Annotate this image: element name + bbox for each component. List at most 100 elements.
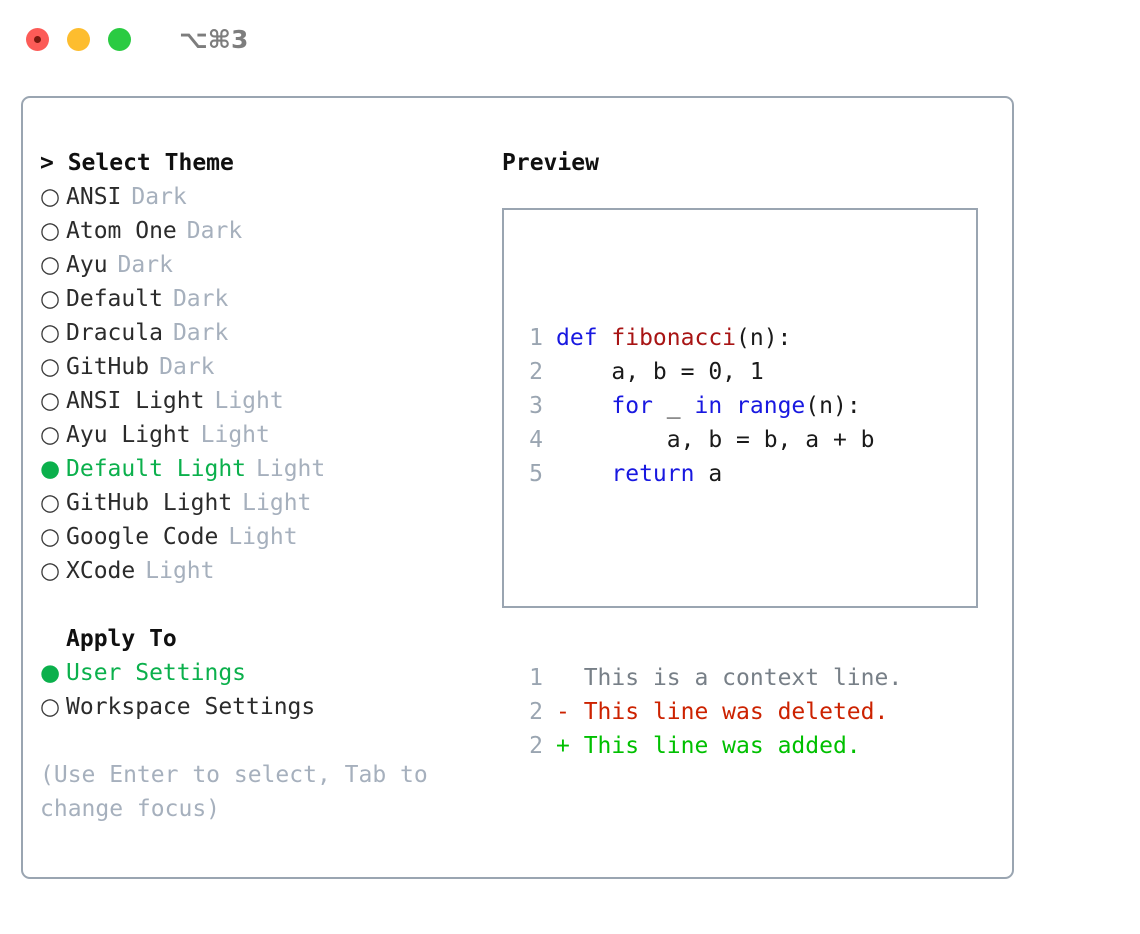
theme-variant-tag: Dark (172, 286, 229, 312)
theme-option-xcode[interactable]: ○XCode Light (40, 554, 510, 588)
theme-option-label: Ayu Light (66, 422, 191, 448)
minimize-button[interactable] (67, 27, 90, 51)
theme-option-ansi[interactable]: ○ANSI Dark (40, 180, 510, 214)
theme-option-default-light[interactable]: ●Default Light Light (40, 452, 510, 486)
code-diff-spacer (517, 559, 902, 593)
code-token: for (611, 393, 653, 419)
diff-line: 1 This is a context line. (517, 661, 902, 695)
apply-to-option-label: User Settings (66, 660, 247, 686)
apply-to-header: ○ Apply To (40, 622, 510, 656)
maximize-button[interactable] (108, 27, 131, 51)
code-token: return (611, 461, 695, 487)
apply-to-bullet-placeholder: ○ (40, 622, 66, 656)
code-line: 1 def fibonacci(n): (517, 321, 902, 355)
code-token (722, 393, 736, 419)
radio-unselected-icon: ○ (40, 354, 61, 380)
keyboard-shortcut-label: ⌥⌘3 (179, 24, 249, 54)
apply-to-option-user-settings[interactable]: ●User Settings (40, 656, 510, 690)
theme-variant-tag: Light (145, 558, 215, 584)
theme-option-label: Default (66, 286, 163, 312)
diff-line-number: 2 (529, 733, 543, 759)
theme-option-ayu[interactable]: ○Ayu Dark (40, 248, 510, 282)
radio-unselected-icon: ○ (40, 252, 61, 278)
code-token: (n): (736, 325, 792, 351)
code-line-number: 4 (529, 427, 543, 453)
code-line: 5 return a (517, 457, 902, 491)
radio-unselected-icon: ○ (40, 184, 61, 210)
code-line-number: 3 (529, 393, 543, 419)
theme-variant-tag: Light (242, 490, 312, 516)
keyboard-hint: (Use Enter to select, Tab to change focu… (40, 762, 428, 822)
diff-sample: 1 This is a context line.2- This line wa… (517, 661, 902, 763)
apply-to-header-label: Apply To (66, 626, 177, 652)
theme-variant-tag: Dark (172, 320, 229, 346)
radio-unselected-icon: ○ (40, 320, 61, 346)
code-token: a (694, 461, 723, 487)
theme-option-label: Ayu (66, 252, 108, 278)
diff-marker: - (556, 699, 570, 725)
radio-unselected-icon: ○ (40, 388, 61, 414)
radio-unselected-icon: ○ (40, 524, 61, 550)
radio-unselected-icon: ○ (40, 218, 61, 244)
radio-unselected-icon: ○ (40, 490, 61, 516)
apply-to-option-workspace-settings[interactable]: ○Workspace Settings (40, 690, 510, 724)
diff-line: 2- This line was deleted. (517, 695, 902, 729)
radio-unselected-icon: ○ (40, 558, 61, 584)
theme-option-label: GitHub (66, 354, 150, 380)
code-token: _ (652, 393, 695, 419)
theme-variant-tag: Dark (186, 218, 243, 244)
theme-option-google-code[interactable]: ○Google Code Light (40, 520, 510, 554)
list-spacer (40, 588, 510, 622)
theme-variant-tag: Light (214, 388, 284, 414)
theme-variant-tag: Dark (131, 184, 187, 210)
theme-option-ansi-light[interactable]: ○ANSI Light Light (40, 384, 510, 418)
code-token: def (556, 325, 612, 351)
code-line-number: 2 (529, 359, 543, 385)
code-line-number: 1 (529, 325, 543, 351)
theme-option-label: ANSI Light (66, 388, 205, 414)
theme-option-github-light[interactable]: ○GitHub Light Light (40, 486, 510, 520)
code-token: in (694, 393, 723, 419)
code-token: (n): (805, 393, 861, 419)
code-line: 4 a, b = b, a + b (517, 423, 902, 457)
theme-option-label: XCode (66, 558, 136, 584)
radio-selected-icon: ● (40, 660, 61, 686)
diff-line-number: 2 (529, 699, 543, 725)
theme-option-github[interactable]: ○GitHub Dark (40, 350, 510, 384)
theme-option-dracula[interactable]: ○Dracula Dark (40, 316, 510, 350)
radio-selected-icon: ● (40, 456, 61, 482)
code-line: 3 for _ in range(n): (517, 389, 902, 423)
code-token (556, 393, 611, 419)
close-button[interactable] (26, 27, 49, 51)
code-line-number: 5 (529, 461, 543, 487)
apply-to-list: ●User Settings○Workspace Settings (40, 656, 510, 724)
preview-title: Preview (502, 150, 599, 176)
theme-variant-tag: Dark (159, 354, 215, 380)
radio-unselected-icon: ○ (40, 286, 61, 312)
theme-variant-tag: Dark (117, 252, 173, 278)
theme-variant-tag: Light (228, 524, 298, 550)
theme-option-label: Default Light (66, 456, 247, 482)
theme-option-label: GitHub Light (66, 490, 233, 516)
theme-variant-tag: Light (256, 456, 326, 482)
theme-option-label: ANSI (66, 184, 122, 210)
diff-marker: + (556, 733, 570, 759)
code-token: a, b = 0, 1 (556, 359, 764, 385)
code-token (556, 461, 611, 487)
code-token: fibonacci (611, 325, 737, 351)
theme-option-label: Google Code (66, 524, 219, 550)
theme-option-label: Dracula (66, 320, 163, 346)
code-token: range (736, 393, 806, 419)
diff-text: This is a context line. (569, 665, 903, 691)
theme-option-default[interactable]: ○Default Dark (40, 282, 510, 316)
theme-variant-tag: Light (200, 422, 270, 448)
